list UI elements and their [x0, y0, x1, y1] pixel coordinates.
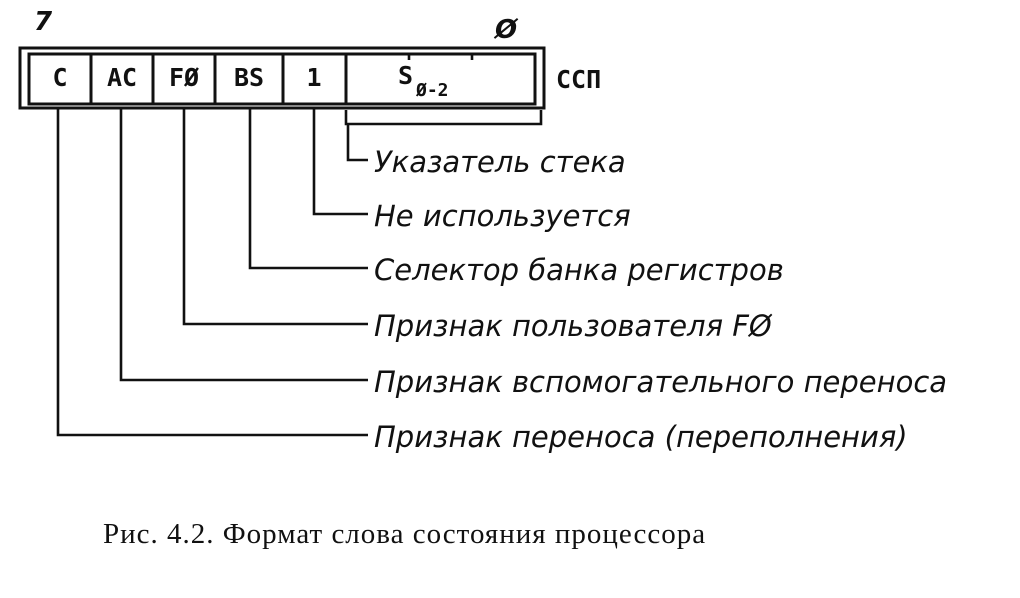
- leader-aux-carry: [119, 108, 368, 382]
- leader-unused: [312, 108, 368, 216]
- cell-stack-pointer: [344, 52, 537, 106]
- cell-bs: [213, 52, 285, 106]
- field-sp-subscript: Ø-2: [415, 80, 449, 101]
- leader-carry: [56, 108, 368, 437]
- cell-ac: [89, 52, 155, 106]
- cell-c: [27, 52, 93, 106]
- leader-user-flag: [182, 108, 368, 326]
- desc-aux-carry: Признак вспомогательного переноса: [374, 365, 947, 399]
- sp-bracket: [344, 110, 543, 126]
- field-ac-label: AC: [107, 63, 137, 92]
- field-unused-label: 1: [306, 63, 321, 92]
- desc-stack-pointer: Указатель стека: [374, 145, 626, 179]
- desc-bank-select: Селектор банка регистров: [374, 253, 784, 287]
- desc-carry: Признак переноса (переполнения): [374, 420, 908, 454]
- field-bs-label: BS: [234, 63, 264, 92]
- desc-user-flag: Признак пользователя FØ: [374, 309, 773, 343]
- leader-bank-select: [248, 108, 368, 270]
- field-f0-label: FØ: [169, 63, 199, 92]
- bit-0-label: Ø: [493, 15, 519, 45]
- desc-unused: Не используется: [374, 199, 631, 233]
- register-name: ССП: [556, 65, 601, 94]
- field-sp-label: S: [398, 61, 413, 90]
- field-c-label: C: [52, 63, 67, 92]
- bit-7-label: 7: [34, 7, 53, 37]
- leader-stack-pointer: [346, 124, 368, 162]
- figure-caption: Рис. 4.2. Формат слова состояния процесс…: [103, 518, 706, 550]
